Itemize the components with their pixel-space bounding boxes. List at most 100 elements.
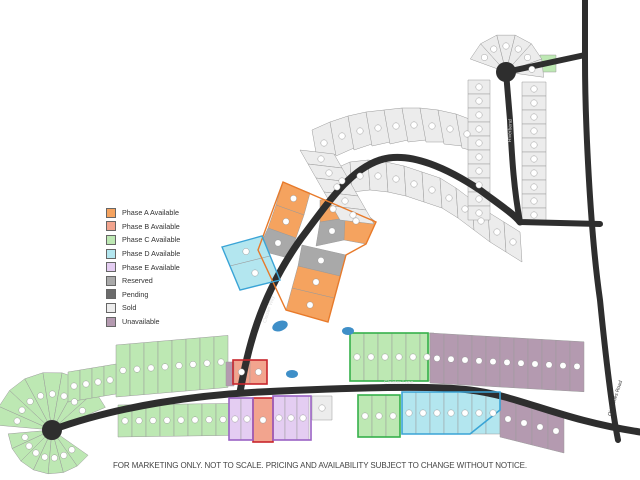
lot-number-marker <box>395 353 403 361</box>
lot-number-marker <box>219 416 227 423</box>
lot-number-marker <box>243 415 251 423</box>
lot-number-marker <box>447 409 455 417</box>
block-outline-phase-c-south <box>357 394 401 438</box>
lot-number-marker <box>320 139 328 147</box>
road-connector <box>236 153 524 396</box>
lot-number-marker <box>329 205 337 213</box>
legend-item-reserved: Reserved <box>106 274 226 288</box>
lot-number-marker <box>205 416 213 424</box>
lot-number-marker <box>573 362 581 370</box>
lot-number-marker <box>51 454 58 462</box>
lot-number-marker <box>338 177 346 185</box>
lot-number-marker <box>530 197 538 205</box>
legend-item-sold: Sold <box>106 301 226 315</box>
lot-number-marker <box>312 278 320 286</box>
lot-number-marker <box>461 409 469 417</box>
lot-number-marker <box>177 416 185 424</box>
lot-number-marker <box>133 365 141 373</box>
road-label-north-drive: Riverbend <box>507 119 514 143</box>
lot-number-marker <box>433 409 441 417</box>
lot-number-marker <box>489 358 497 365</box>
lot-number-marker <box>238 368 245 376</box>
lot-number-marker <box>26 398 34 405</box>
cul-de-sac-west <box>42 420 62 440</box>
lot-number-marker <box>135 417 143 425</box>
lot-number-marker <box>520 419 528 427</box>
lot-number-marker <box>530 113 538 121</box>
legend-item-phase-e: Phase E Available <box>106 260 226 274</box>
block-outline-phase-d-west <box>221 235 281 291</box>
lot-number-marker <box>493 228 501 236</box>
lot-number-marker <box>325 169 333 177</box>
lot-number-marker <box>559 362 567 369</box>
lot-number-marker <box>374 172 382 180</box>
lot-number-marker <box>353 353 361 361</box>
lot-number-marker <box>25 442 33 450</box>
legend-item-phase-a: Phase A Available <box>106 206 226 220</box>
lot-number-marker <box>60 392 68 400</box>
lot-number-marker <box>290 195 297 202</box>
lot-number-marker <box>530 211 538 219</box>
lot-number-marker <box>530 127 538 135</box>
lot-number-marker <box>317 257 325 264</box>
lot-number-marker <box>514 45 522 53</box>
road-main-lane <box>48 383 640 436</box>
lot-number-marker <box>428 122 436 130</box>
lot-number-marker <box>489 409 497 417</box>
lot-number-marker <box>68 446 76 454</box>
lot-number-marker <box>149 417 157 424</box>
lot-labels-layer <box>13 42 581 462</box>
lot-number-marker <box>275 414 283 422</box>
lot-number-marker <box>475 111 483 119</box>
lot-number-marker <box>475 153 483 161</box>
pond <box>286 370 298 378</box>
lot-number-marker <box>251 269 259 277</box>
lot-number-marker <box>287 414 295 422</box>
lot-number-marker <box>504 415 512 423</box>
lot-number-marker <box>477 217 485 225</box>
lot-number-marker <box>475 139 483 147</box>
lot-number-marker <box>306 301 314 309</box>
lot-number-marker <box>536 423 544 431</box>
lot-number-marker <box>32 449 40 457</box>
legend-item-phase-d: Phase D Available <box>106 247 226 261</box>
lot-number-marker <box>367 353 375 361</box>
lot-number-marker <box>106 376 114 384</box>
legend-swatch <box>106 262 116 273</box>
lot-number-marker <box>381 353 389 361</box>
block-outline-phase-a <box>257 181 377 323</box>
legend-label: Pending <box>122 289 149 299</box>
road-north-cul-de-sac-link <box>503 52 588 75</box>
lot-number-marker <box>461 356 469 364</box>
lot-number-marker <box>217 358 225 366</box>
block-outline-phase-b-north <box>232 359 268 385</box>
lot-number-marker <box>333 183 341 191</box>
lot-number-marker <box>121 417 129 425</box>
lot-number-marker <box>528 65 536 73</box>
lot-number-marker <box>481 54 488 61</box>
lot-number-marker <box>317 155 325 163</box>
lot-number-marker <box>475 83 483 91</box>
lot-parcel[interactable] <box>225 361 235 387</box>
lot-number-marker <box>161 363 169 371</box>
lot-number-marker <box>71 398 78 406</box>
pond <box>342 327 354 335</box>
lot-number-marker <box>428 186 436 194</box>
lot-number-marker <box>70 382 78 390</box>
lot-number-marker <box>191 416 199 424</box>
legend-item-unavailable: Unavailable <box>106 315 226 329</box>
road-east <box>582 0 621 443</box>
lot-number-marker <box>503 358 511 366</box>
lot-number-marker <box>409 353 417 361</box>
lot-number-marker <box>356 127 364 135</box>
lot-number-marker <box>78 407 86 415</box>
lot-number-marker <box>282 218 290 225</box>
block-outline-phase-d-south <box>401 391 501 435</box>
lot-number-marker <box>517 359 525 367</box>
lot-number-marker <box>392 122 400 130</box>
lot-number-marker <box>392 175 400 183</box>
lot-number-marker <box>338 132 346 140</box>
legend-swatch <box>106 302 116 313</box>
pond <box>272 320 288 332</box>
lot-number-marker <box>502 42 510 50</box>
